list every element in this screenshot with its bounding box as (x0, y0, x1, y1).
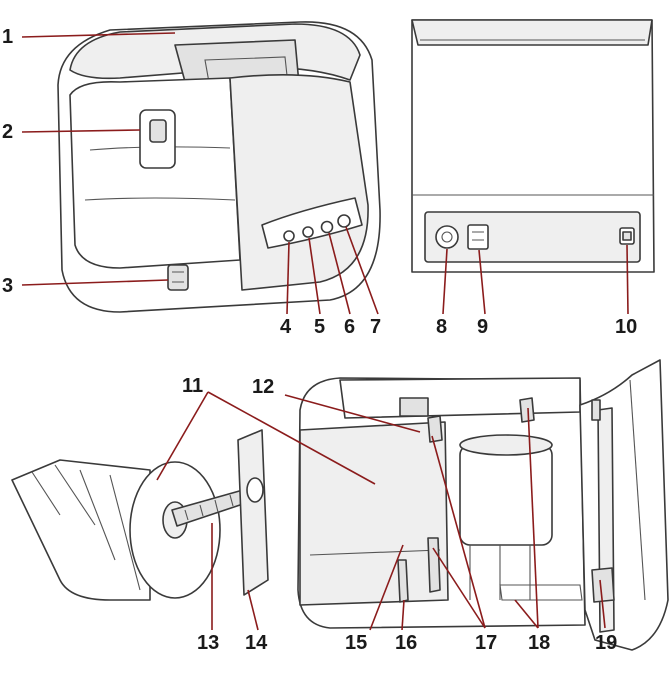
callout-7: 7 (370, 316, 381, 338)
leader-2 (21, 129, 141, 133)
callout-2: 2 (2, 121, 13, 143)
callout-19: 19 (595, 632, 617, 654)
leader-12 (284, 394, 421, 433)
label-roll (11, 429, 269, 601)
callout-12: 12 (252, 376, 274, 398)
callout-18: 18 (528, 632, 550, 654)
leader-5 (308, 237, 321, 315)
callout-17: 17 (475, 632, 497, 654)
leader-18a (527, 407, 539, 629)
leader-14 (247, 589, 259, 631)
leader-7 (345, 226, 379, 315)
callout-11: 11 (182, 375, 203, 397)
leader-17b (432, 547, 486, 629)
leader-10 (626, 244, 629, 315)
leader-18b (514, 599, 539, 629)
callout-16: 16 (395, 632, 417, 654)
leader-8 (442, 248, 448, 315)
leader-9 (478, 249, 486, 315)
leader-16 (401, 599, 405, 631)
printer-open-view (297, 359, 669, 651)
callout-10: 10 (615, 316, 637, 338)
leader-6 (328, 232, 351, 315)
callout-1: 1 (2, 26, 13, 48)
leader-3 (21, 279, 169, 286)
leader-1 (21, 32, 176, 38)
leader-11a (156, 391, 209, 481)
callout-15: 15 (345, 632, 367, 654)
callout-6: 6 (344, 316, 355, 338)
callout-13: 13 (197, 632, 219, 654)
callout-9: 9 (477, 316, 488, 338)
leader-17a (431, 435, 486, 629)
callout-3: 3 (2, 275, 13, 297)
leader-11b (207, 391, 376, 485)
leader-19 (599, 579, 606, 629)
callout-14: 14 (245, 632, 268, 654)
leader-4 (286, 241, 290, 315)
callout-4: 4 (280, 316, 292, 338)
callout-numbers: 1 2 3 4 5 6 7 8 9 10 11 12 13 14 15 16 1… (2, 26, 637, 654)
leader-lines (21, 32, 629, 631)
printer-front-view (57, 21, 381, 313)
callout-5: 5 (314, 316, 325, 338)
leader-15 (369, 544, 404, 631)
printer-back-view (411, 19, 655, 273)
callout-8: 8 (436, 316, 447, 338)
